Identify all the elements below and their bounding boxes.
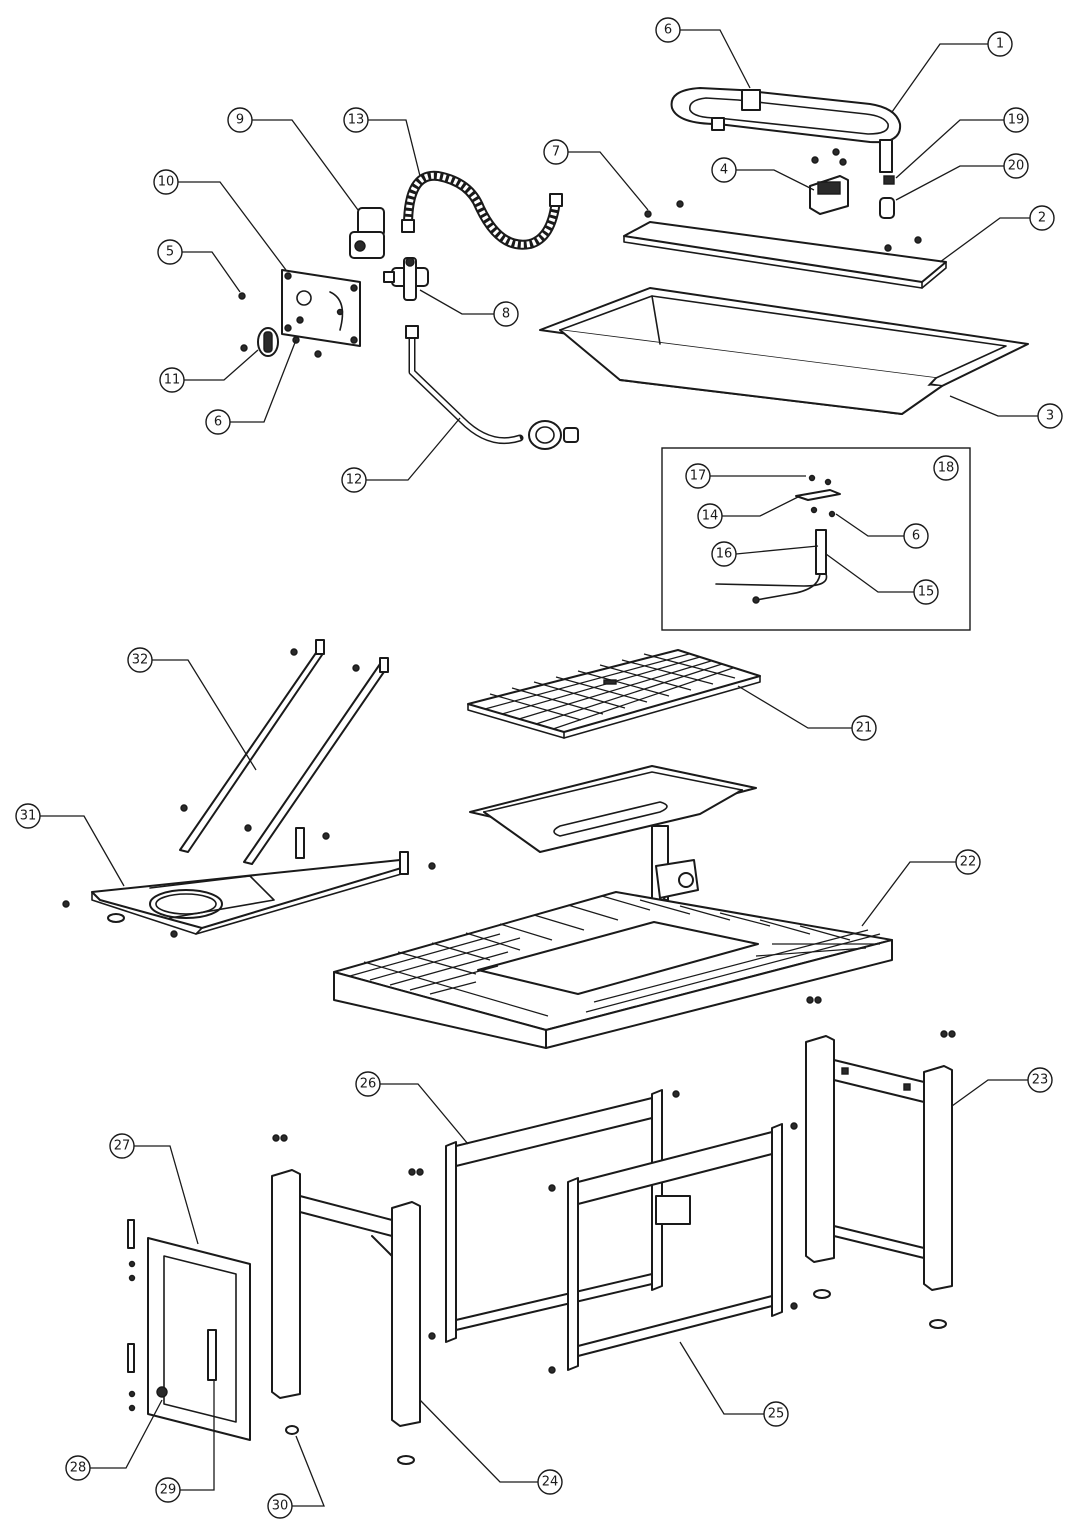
burner-ring	[670, 87, 902, 173]
callout-18: 18	[933, 455, 959, 481]
callout-3: 3	[1037, 403, 1063, 429]
callout-2: 2	[1029, 205, 1055, 231]
callout-8: 8	[493, 301, 519, 327]
callout-24: 24	[537, 1469, 563, 1495]
callout-20: 20	[1003, 153, 1029, 179]
callout-5: 5	[157, 239, 183, 265]
left-end-frame	[271, 1134, 421, 1465]
flex-hose	[401, 170, 563, 250]
callout-7: 7	[543, 139, 569, 165]
callout-6-inset: 6	[903, 523, 929, 549]
svg-text:1: 1	[996, 37, 1004, 52]
svg-text:31: 31	[20, 809, 37, 824]
callout-6-top: 6	[655, 17, 681, 43]
svg-text:21: 21	[856, 721, 873, 736]
svg-text:17: 17	[690, 469, 707, 484]
callout-22: 22	[955, 849, 981, 875]
svg-text:19: 19	[1008, 113, 1025, 128]
callout-29: 29	[155, 1477, 181, 1503]
callout-17: 17	[685, 463, 711, 489]
svg-text:6: 6	[214, 415, 222, 430]
spacer-and-nut	[879, 175, 895, 219]
svg-text:15: 15	[918, 585, 935, 600]
callout-13: 13	[343, 107, 369, 133]
callout-19: 19	[1003, 107, 1029, 133]
callout-32: 32	[127, 647, 153, 673]
svg-text:6: 6	[664, 23, 672, 38]
tank-base-frame	[62, 827, 436, 938]
svg-text:16: 16	[716, 547, 733, 562]
burner-pan	[539, 287, 1029, 415]
back-panel	[408, 1089, 680, 1343]
svg-text:20: 20	[1008, 159, 1025, 174]
svg-text:6: 6	[912, 529, 920, 544]
svg-text:7: 7	[552, 145, 560, 160]
svg-text:32: 32	[132, 653, 149, 668]
callout-31: 31	[15, 803, 41, 829]
svg-text:24: 24	[542, 1475, 559, 1490]
regulator-hose	[405, 325, 579, 450]
svg-text:2: 2	[1038, 211, 1046, 226]
right-end-frame	[805, 996, 956, 1329]
callout-9: 9	[227, 107, 253, 133]
thermocouple-assembly	[715, 474, 841, 604]
svg-text:18: 18	[938, 461, 955, 476]
callout-16: 16	[711, 541, 737, 567]
leveling-foot	[285, 1425, 299, 1435]
callout-28: 28	[65, 1455, 91, 1481]
callout-30: 30	[267, 1493, 293, 1519]
svg-text:26: 26	[360, 1077, 377, 1092]
support-braces	[179, 639, 389, 865]
callout-10: 10	[153, 169, 179, 195]
svg-text:5: 5	[166, 245, 174, 260]
callout-21: 21	[851, 715, 877, 741]
svg-text:27: 27	[114, 1139, 131, 1154]
svg-text:30: 30	[272, 1499, 289, 1514]
svg-text:13: 13	[348, 113, 365, 128]
control-panel-plate	[281, 269, 361, 347]
callout-12: 12	[341, 467, 367, 493]
callout-6-panel: 6	[205, 409, 231, 435]
svg-text:22: 22	[960, 855, 977, 870]
svg-text:10: 10	[158, 175, 175, 190]
svg-text:4: 4	[720, 163, 728, 178]
mounting-bracket	[809, 148, 849, 215]
svg-text:3: 3	[1046, 409, 1054, 424]
inset-detail-box	[661, 447, 971, 631]
control-knob	[240, 327, 322, 358]
svg-text:9: 9	[236, 113, 244, 128]
svg-text:14: 14	[702, 509, 719, 524]
svg-text:25: 25	[768, 1407, 785, 1422]
callout-15: 15	[913, 579, 939, 605]
leader-lines	[40, 29, 1038, 1507]
screw	[238, 292, 246, 300]
callout-26: 26	[355, 1071, 381, 1097]
svg-text:28: 28	[70, 1461, 87, 1476]
callout-4: 4	[711, 157, 737, 183]
cabinet-door	[127, 1219, 251, 1441]
callout-23: 23	[1027, 1067, 1053, 1093]
front-panel	[548, 1122, 798, 1374]
gas-valve	[383, 257, 429, 301]
svg-text:11: 11	[164, 373, 181, 388]
callout-25: 25	[763, 1401, 789, 1427]
svg-text:29: 29	[160, 1483, 177, 1498]
igniter	[349, 207, 385, 259]
table-frame	[333, 891, 893, 1049]
callout-27: 27	[109, 1133, 135, 1159]
svg-text:8: 8	[502, 307, 510, 322]
svg-text:12: 12	[346, 473, 363, 488]
callout-1: 1	[987, 31, 1013, 57]
callout-11: 11	[159, 367, 185, 393]
table-top	[467, 649, 761, 739]
svg-text:23: 23	[1032, 1073, 1049, 1088]
burner-mounting-plate	[623, 200, 947, 289]
callout-14: 14	[697, 503, 723, 529]
